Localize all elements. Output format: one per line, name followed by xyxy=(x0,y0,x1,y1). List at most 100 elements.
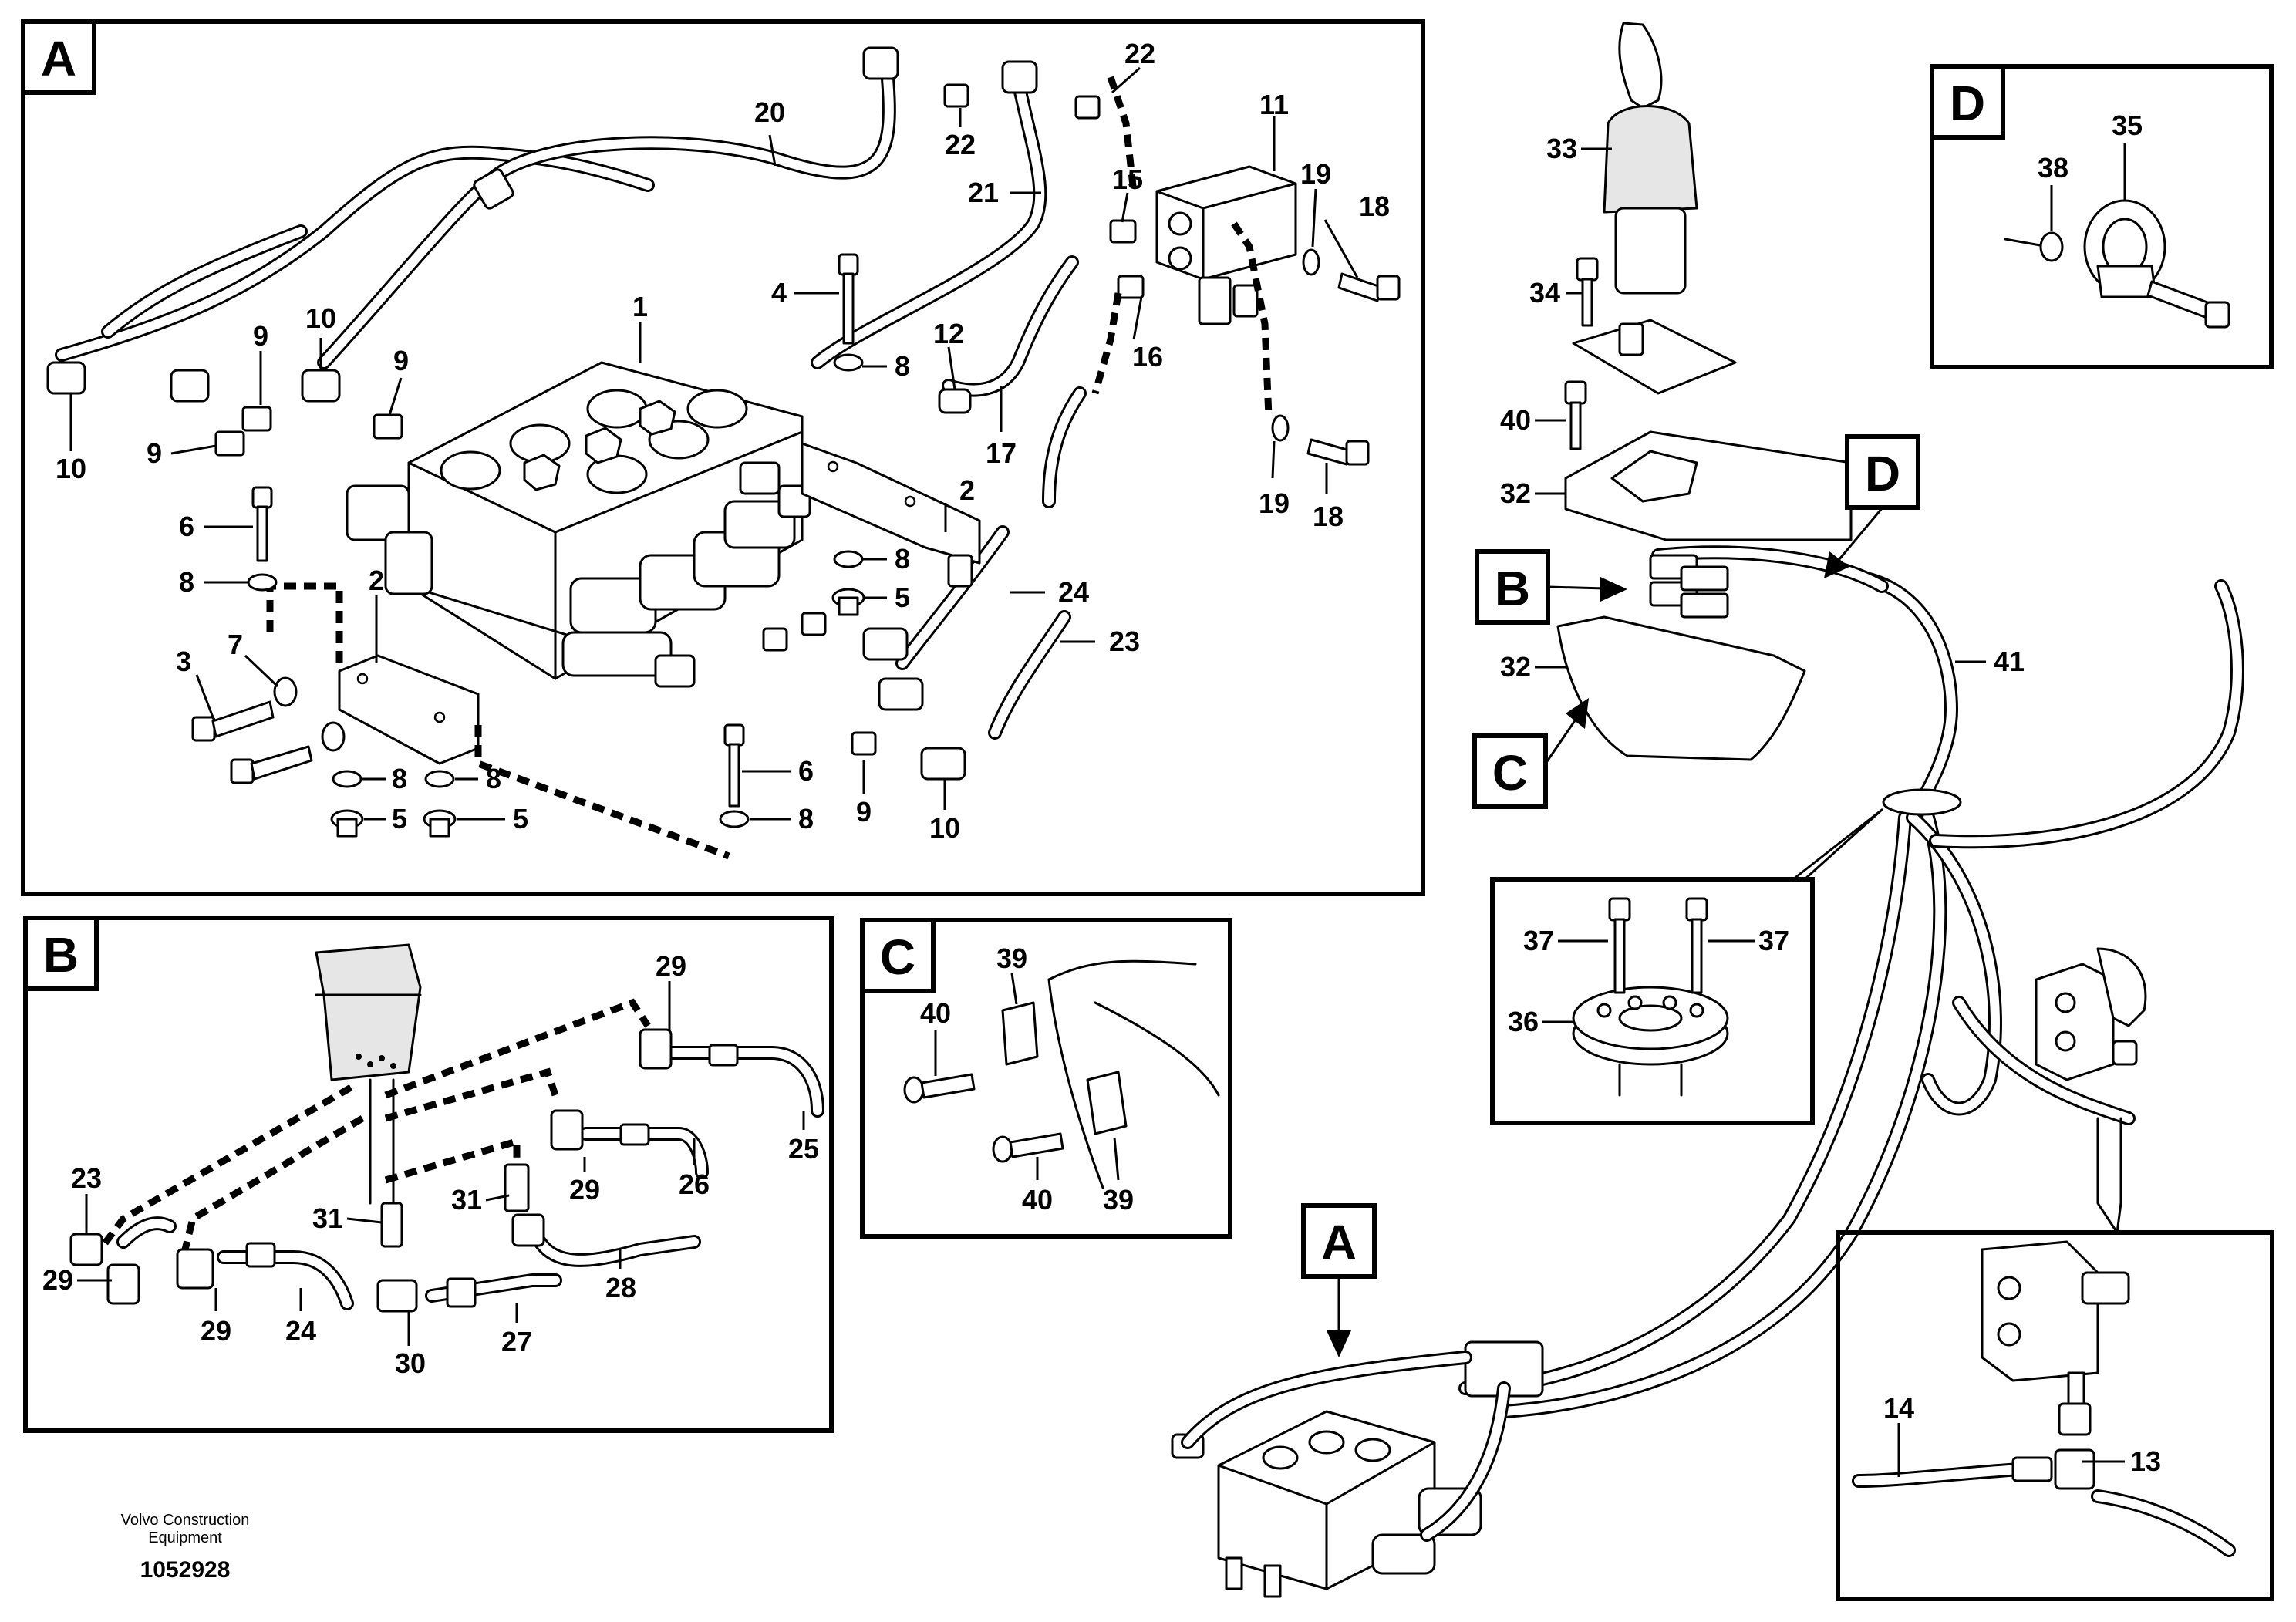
callout-7: 7 xyxy=(228,629,243,660)
washer xyxy=(321,721,346,752)
clip xyxy=(1086,1071,1128,1135)
spool-section xyxy=(723,500,796,549)
view-c-reference: C xyxy=(1492,745,1528,801)
callout-6: 6 xyxy=(179,511,194,542)
callout-26: 26 xyxy=(679,1168,710,1200)
overview-assembly: B C D A xyxy=(1171,22,2274,1601)
callout-17: 17 xyxy=(986,437,1017,469)
company-name-line1: Volvo Construction xyxy=(121,1512,250,1529)
console-shell xyxy=(1556,615,1806,761)
callout-32: 32 xyxy=(1500,477,1531,509)
view-b: B xyxy=(23,916,834,1433)
adapter-fitting xyxy=(214,430,245,457)
callout-5: 5 xyxy=(392,803,407,835)
view-c: C 39 40 40 39 xyxy=(860,918,1232,1239)
screw xyxy=(903,1073,976,1104)
callout-37: 37 xyxy=(1758,925,1789,956)
callout-39: 39 xyxy=(996,943,1027,974)
view-b-reference: B xyxy=(1495,561,1530,616)
view-d-reference-box xyxy=(1845,434,1920,510)
bolt xyxy=(723,723,745,808)
washer xyxy=(719,810,750,828)
callout-22: 22 xyxy=(945,129,976,160)
callout-18: 18 xyxy=(1359,191,1390,222)
view-c-label-box xyxy=(860,918,936,993)
elbow-fitting xyxy=(170,369,210,403)
callout-33: 33 xyxy=(1546,133,1577,164)
callout-1: 1 xyxy=(632,291,648,322)
bolt xyxy=(1576,257,1599,327)
view-c-label: C xyxy=(880,929,915,985)
callout-8: 8 xyxy=(798,803,814,835)
washer xyxy=(247,573,278,592)
bolt xyxy=(1306,438,1370,466)
callout-19: 19 xyxy=(1300,158,1331,190)
callout-21: 21 xyxy=(968,177,999,208)
end-cap xyxy=(346,484,410,541)
view-d-label-box xyxy=(1930,64,2005,140)
accumulator-valve-block xyxy=(2035,963,2115,1081)
adapter-fitting xyxy=(373,413,403,440)
callout-28: 28 xyxy=(605,1272,636,1303)
callout-10: 10 xyxy=(56,453,86,484)
view-b-label-box xyxy=(23,916,99,991)
bolt xyxy=(191,700,275,742)
bracket xyxy=(801,442,981,565)
callout-8: 8 xyxy=(895,350,910,382)
callout-12: 12 xyxy=(933,318,964,349)
tee-fitting xyxy=(2054,1448,2095,1490)
bolt xyxy=(230,745,313,784)
callout-40: 40 xyxy=(920,997,951,1029)
hose-collar xyxy=(1882,788,1962,816)
view-b-label: B xyxy=(43,927,79,983)
callout-8: 8 xyxy=(392,763,407,794)
callout-38: 38 xyxy=(2038,152,2068,184)
callout-8: 8 xyxy=(179,566,194,598)
callout-18: 18 xyxy=(1313,501,1344,532)
view-a-reference-box xyxy=(1301,1203,1377,1279)
callout-29: 29 xyxy=(569,1174,600,1206)
callout-16: 16 xyxy=(1132,341,1163,373)
callout-29: 29 xyxy=(42,1264,73,1296)
callout-22: 22 xyxy=(1124,38,1155,69)
callout-10: 10 xyxy=(929,812,960,844)
bolt xyxy=(1564,380,1587,450)
callout-40: 40 xyxy=(1022,1184,1053,1216)
company-name-line2: Equipment xyxy=(148,1529,222,1546)
callout-31: 31 xyxy=(312,1202,343,1234)
callout-11: 11 xyxy=(1259,89,1289,120)
drawing-number: 1052928 xyxy=(140,1557,231,1583)
callout-32: 32 xyxy=(1500,651,1531,683)
valve-block-detail xyxy=(1981,1240,2099,1382)
bracket xyxy=(338,654,480,765)
callout-30: 30 xyxy=(395,1347,426,1379)
callout-9: 9 xyxy=(856,796,872,828)
joystick-grip xyxy=(1618,22,1663,110)
washer xyxy=(273,676,298,707)
bolt xyxy=(1685,897,1708,994)
callout-24: 24 xyxy=(285,1315,316,1347)
callout-20: 20 xyxy=(754,96,785,128)
callout-39: 39 xyxy=(1103,1184,1134,1216)
callout-8: 8 xyxy=(486,763,501,794)
callout-10: 10 xyxy=(305,302,336,334)
callout-5: 5 xyxy=(895,582,910,613)
callout-2: 2 xyxy=(369,565,384,596)
accumulator xyxy=(2096,947,2147,1027)
nut xyxy=(423,809,457,838)
elbow-fitting xyxy=(862,46,899,80)
adapter-fitting xyxy=(241,406,272,432)
view-a-label-box xyxy=(21,19,96,95)
footer: Volvo Construction Equipment 1052928 xyxy=(121,1512,250,1583)
washer xyxy=(833,550,864,568)
joystick-boot xyxy=(1603,105,1698,214)
callout-31: 31 xyxy=(451,1184,482,1216)
callout-9: 9 xyxy=(147,437,162,469)
callout-5: 5 xyxy=(513,803,528,835)
clip xyxy=(1001,1001,1039,1066)
callout-34: 34 xyxy=(1529,277,1560,309)
hose-end xyxy=(473,168,514,210)
callout-13: 13 xyxy=(2130,1445,2161,1477)
nut xyxy=(831,588,865,616)
